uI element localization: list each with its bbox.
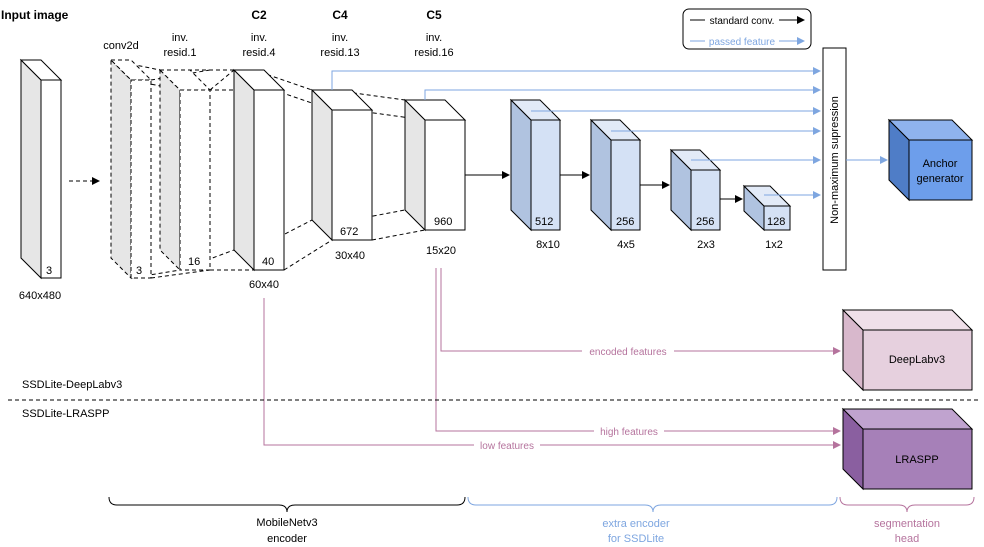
inv-resid-1-block: 16 [158,68,212,272]
inv-resid-13-label-1: inv. [332,32,348,44]
c4-stage-label: C4 [332,8,348,22]
legend-passed-feature: passed feature [709,37,776,48]
inv-resid-13-size: 30x40 [335,250,365,262]
anchor-label-2: generator [916,173,963,185]
extra-block-128: 128 [742,184,792,232]
inv-resid-4-channels: 40 [262,256,274,268]
encoder-brace [108,496,466,513]
input-image-title: Input image [1,8,69,22]
conv2d-channels: 3 [136,265,142,277]
inv-resid-13-channels: 672 [340,226,358,238]
inv-resid-16-channels: 960 [434,216,452,228]
inv-resid-1-label-1: inv. [172,32,188,44]
legend-standard-conv: standard conv. [710,16,775,27]
anchor-generator-box: Anchor generator [887,118,974,202]
deeplabv3-label: DeepLabv3 [889,354,945,366]
inv-resid-1-channels: 16 [188,256,200,268]
inv-resid-16-size: 15x20 [426,245,456,257]
inv-resid-16-block: 960 [403,98,467,232]
inv-resid-13-label-2: resid.13 [320,47,359,59]
inv-resid-4-label-2: resid.4 [242,47,275,59]
nms-label: Non-maximum supression [829,96,841,224]
extra-128-size: 1x2 [765,239,783,251]
inv-resid-4-block: 40 [232,68,286,272]
passed-feature-arrows [331,67,821,199]
segmentation-brace [839,496,975,513]
lraspp-label: LRASPP [895,454,938,466]
seg-group-label-2: head [895,533,919,545]
extra-512-channels: 512 [535,216,553,228]
extra-256a-size: 4x5 [617,239,635,251]
extra-256b-channels: 256 [696,216,714,228]
extra-encoder-brace [467,496,838,513]
extra-group-label-1: extra encoder [602,518,670,530]
extra-block-256b: 256 [669,148,722,232]
extra-256b-size: 2x3 [697,239,715,251]
extra-512-size: 8x10 [536,239,560,251]
variant-ssdlite-deeplabv3: SSDLite-DeepLabv3 [22,379,122,391]
low-features-label: low features [480,441,534,452]
conv2d-label: conv2d [103,40,138,52]
inv-resid-16-label-1: inv. [426,32,442,44]
encoder-group-label-2: encoder [267,533,307,545]
segmentation-feature-arrows [263,268,841,449]
extra-group-label-2: for SSDLite [608,533,664,545]
input-size-label: 640x480 [19,290,61,302]
anchor-label-1: Anchor [923,158,958,170]
c5-stage-label: C5 [426,8,442,22]
inv-resid-16-label-2: resid.16 [414,47,453,59]
conv2d-block: 3 [109,58,153,280]
deeplabv3-box: DeepLabv3 [841,308,974,392]
input-channels: 3 [46,265,52,277]
inv-resid-1-label-2: resid.1 [163,47,196,59]
nms-box: Non-maximum supression [822,47,847,271]
input-image-block: 3 [19,58,63,280]
inv-resid-4-label-1: inv. [251,32,267,44]
encoded-features-label: encoded features [589,347,666,358]
variant-ssdlite-lraspp: SSDLite-LRASPP [22,408,109,420]
lraspp-box: LRASPP [841,407,974,491]
extra-block-512: 512 [509,98,562,232]
high-features-label: high features [600,427,658,438]
c2-stage-label: C2 [251,8,267,22]
inv-resid-4-size: 60x40 [249,279,279,291]
legend: standard conv. passed feature [682,8,812,50]
extra-256a-channels: 256 [616,216,634,228]
encoder-group-label-1: MobileNetv3 [256,517,317,529]
inv-resid-13-block: 672 [310,88,374,242]
extra-block-256a: 256 [589,118,642,232]
seg-group-label-1: segmentation [874,518,940,530]
extra-128-channels: 128 [767,216,785,228]
